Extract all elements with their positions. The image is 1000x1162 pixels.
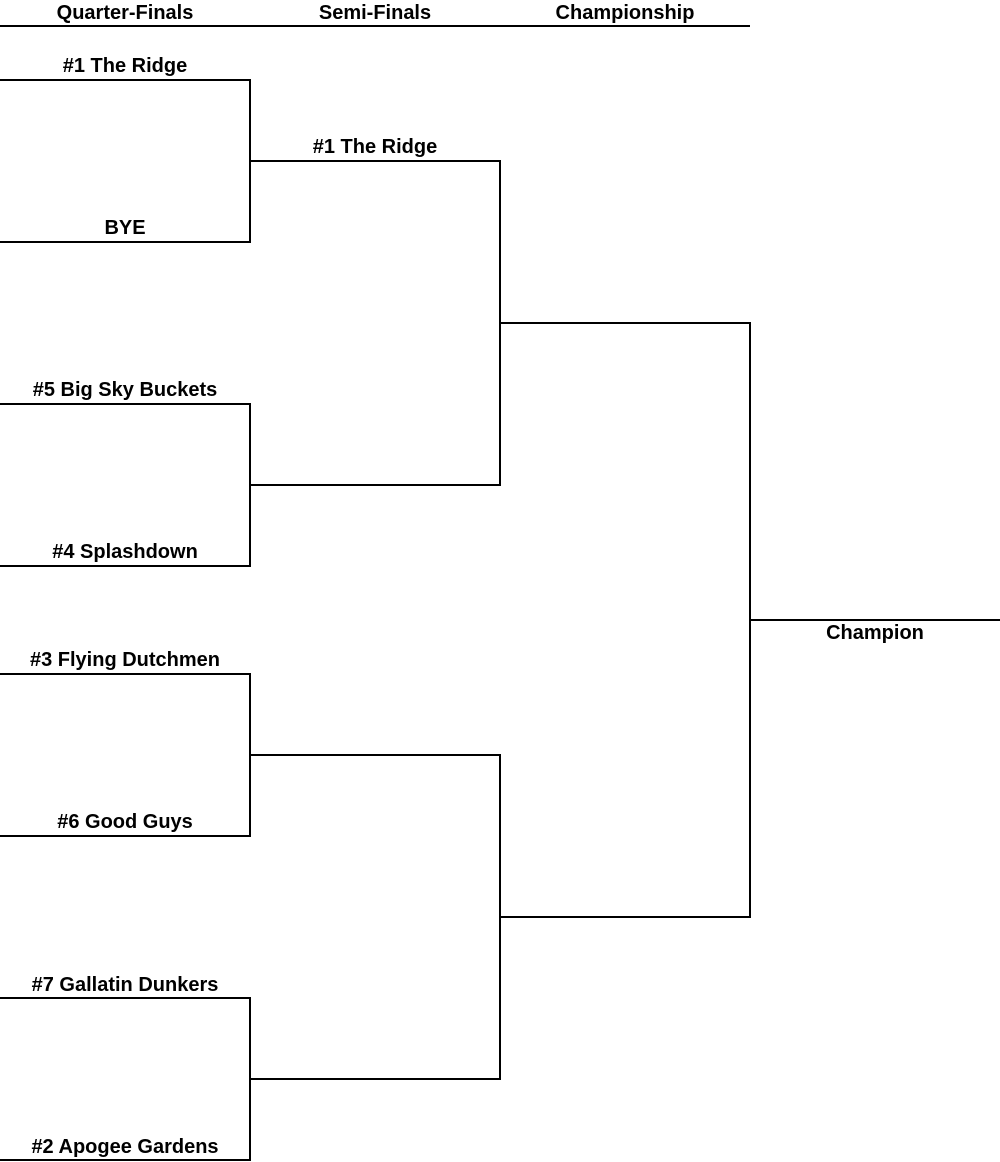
qf-match2-bottom-team: #4 Splashdown — [52, 541, 198, 563]
qf-match3-top-team: #3 Flying Dutchmen — [29, 649, 221, 671]
round-header-championship: Championship — [555, 2, 695, 24]
qf-match3-bottom-team: #6 Good Guys — [57, 811, 193, 833]
championship-bracket — [500, 322, 751, 918]
round-header-quarter-finals: Quarter-Finals — [56, 2, 194, 24]
sf-match1-top-team: #1 The Ridge — [312, 136, 438, 158]
qf-match4-top-team: #7 Gallatin Dunkers — [31, 974, 219, 996]
sf-bracket-1 — [250, 160, 501, 486]
round-header-semi-finals: Semi-Finals — [318, 2, 432, 24]
sf-bracket-2 — [250, 754, 501, 1080]
qf-match2-top-team: #5 Big Sky Buckets — [32, 379, 218, 401]
champion-label: Champion — [826, 622, 924, 644]
qf-match4-bottom-team: #2 Apogee Gardens — [31, 1136, 219, 1158]
qf-match1-top-team: #1 The Ridge — [62, 55, 188, 77]
qf-match1-bottom-team: BYE — [104, 217, 146, 239]
